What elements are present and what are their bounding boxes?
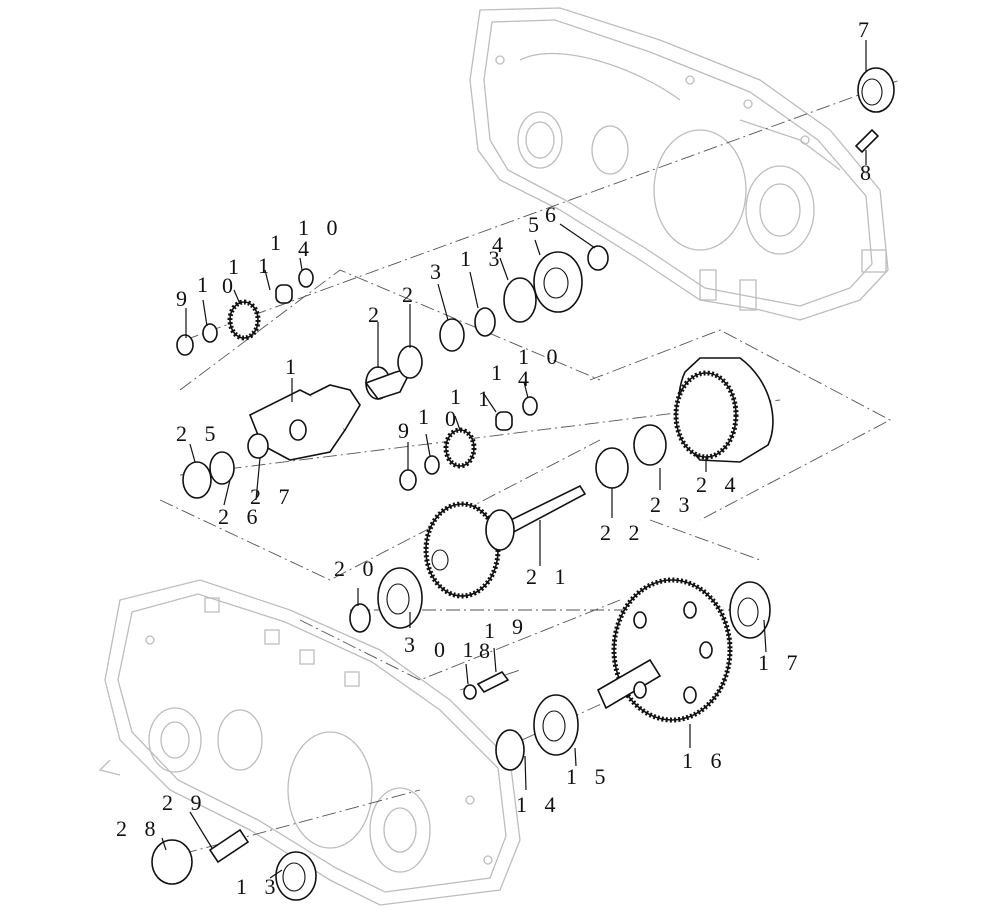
- callout-24: 2 4: [696, 472, 742, 497]
- callout-2-upper-b: 2: [368, 302, 385, 327]
- callout-14: 1 4: [516, 792, 562, 817]
- ring-gear-assembly: [595, 357, 774, 489]
- callout-4-upper: 4: [298, 236, 315, 261]
- callout-25: 2 5: [176, 421, 222, 446]
- callout-2-upper-a: 2: [402, 282, 419, 307]
- callout-23: 2 3: [650, 492, 696, 517]
- callout-8-bolt: 8: [479, 638, 496, 663]
- callout-10-middle: 1 0: [518, 344, 564, 369]
- upper-gearbox-housing: [469, 7, 889, 321]
- upper-bearing-set: [364, 245, 609, 400]
- callout-20: 2 0: [334, 556, 380, 581]
- callout-21: 2 1: [526, 564, 572, 589]
- callout-6-upper: 6: [545, 202, 562, 227]
- large-output-gear: [596, 577, 771, 723]
- callout-leader-lines: [161, 40, 867, 879]
- callout-22: 2 2: [600, 520, 646, 545]
- callout-3-lower: 3: [404, 632, 421, 657]
- bolt-washer: [463, 670, 510, 700]
- planet-carrier: [182, 384, 361, 499]
- callout-27: 2 7: [250, 484, 296, 509]
- middle-small-gear: [399, 396, 538, 491]
- callout-13-lower: 1 3: [236, 874, 282, 899]
- callout-01: 0 1: [434, 637, 480, 662]
- callout-0-middle: 0: [445, 406, 462, 431]
- callout-labels: 7 8 1 0 4 1 9 1 0 1 1 6 5 4 1 3 3 2 2 1 …: [116, 17, 877, 899]
- callout-4-upper-b: 4: [492, 232, 509, 257]
- callout-1-upper-d: 1: [258, 253, 275, 278]
- callout-15: 1 5: [566, 764, 612, 789]
- assembly-guide-lines: [159, 79, 901, 861]
- callout-1-bolt: 1: [484, 618, 501, 643]
- upper-dowel-pin: [854, 128, 880, 154]
- callout-17: 1 7: [758, 650, 804, 675]
- lower-bearing-pair: [495, 694, 579, 771]
- callout-9-middle: 9: [398, 418, 415, 443]
- callout-1-middle-c: 1: [450, 384, 467, 409]
- callout-8-upper: 8: [860, 160, 877, 185]
- callout-9-upper: 9: [176, 286, 193, 311]
- callout-1-upper-a: 1: [270, 230, 287, 255]
- callout-4-middle: 4: [518, 366, 535, 391]
- callout-1-middle-d: 1: [478, 386, 495, 411]
- callout-9-bolt: 9: [512, 614, 529, 639]
- callout-1-upper-c: 1: [228, 254, 245, 279]
- bottom-parts: [151, 828, 317, 901]
- callout-7-upper: 7: [858, 17, 875, 42]
- callout-1-middle-a: 1: [491, 360, 508, 385]
- callout-28: 2 8: [116, 816, 162, 841]
- main-shaft-gear: [423, 484, 587, 599]
- callout-0-upper: 0: [222, 273, 239, 298]
- upper-seal-ring: [857, 67, 895, 113]
- callout-1-upper-b: 1: [197, 272, 214, 297]
- callout-13-upper: 1 3: [460, 246, 506, 271]
- callout-5-upper: 5: [528, 212, 545, 237]
- upper-small-gear: [176, 268, 314, 356]
- callout-3-upper: 3: [430, 259, 447, 284]
- callout-10-upper: 1 0: [298, 215, 344, 240]
- lower-gearbox-housing: [98, 579, 521, 906]
- callout-26: 2 6: [218, 504, 264, 529]
- callout-1-middle-b: 1: [418, 404, 435, 429]
- callout-16: 1 6: [682, 748, 728, 773]
- lower-left-bearing: [349, 567, 423, 633]
- callout-1-carrier: 1: [285, 354, 302, 379]
- callout-29: 2 9: [162, 790, 208, 815]
